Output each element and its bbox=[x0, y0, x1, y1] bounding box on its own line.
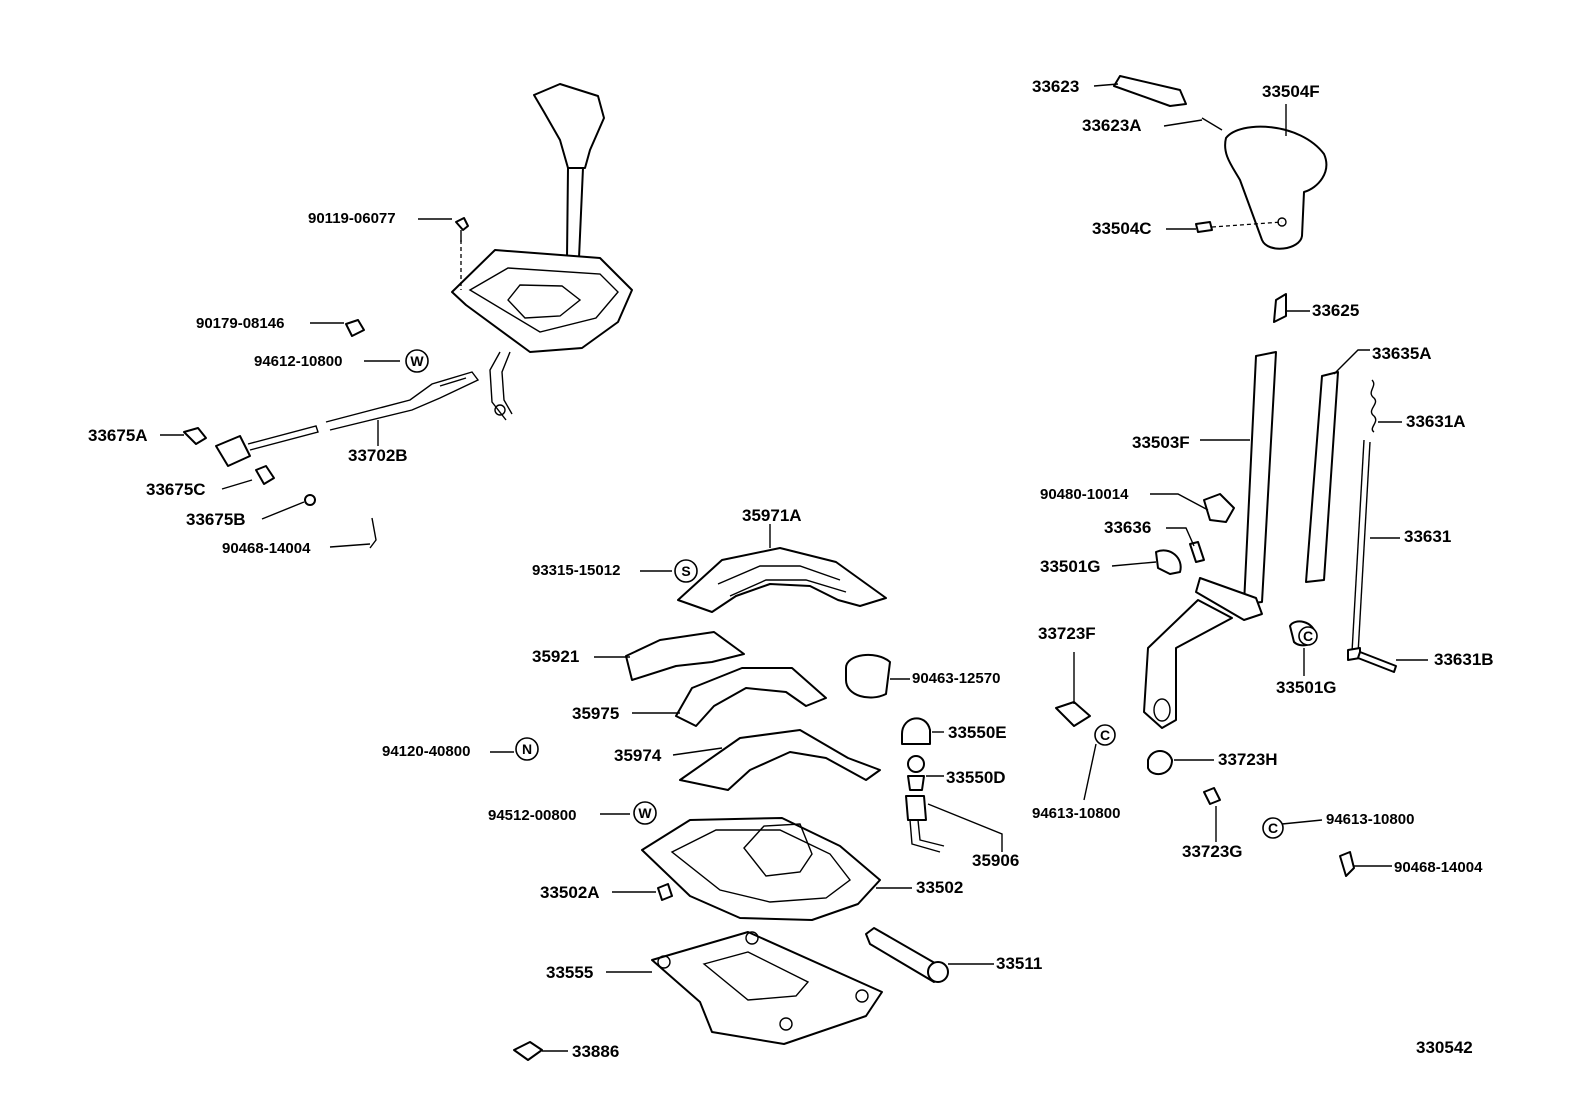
label-33501G-right: 33501G bbox=[1276, 678, 1337, 697]
label-33631A: 33631A bbox=[1406, 412, 1466, 431]
label-33504F: 33504F bbox=[1262, 82, 1320, 101]
label-33504C: 33504C bbox=[1092, 219, 1152, 238]
label-35975: 35975 bbox=[572, 704, 620, 723]
shift-lever-assembly bbox=[451, 83, 633, 421]
label-33511: 33511 bbox=[996, 954, 1043, 973]
label-94613-10800-left: 94613-10800 bbox=[1032, 805, 1121, 822]
label-33675A: 33675A bbox=[88, 426, 148, 445]
label-33631B: 33631B bbox=[1434, 650, 1494, 669]
label-33625: 33625 bbox=[1312, 301, 1360, 320]
label-33502: 33502 bbox=[916, 878, 964, 897]
label-90463-12570: 90463-12570 bbox=[912, 670, 1001, 687]
label-94613-10800-right: 94613-10800 bbox=[1326, 811, 1415, 828]
label-90119-06077: 90119-06077 bbox=[308, 210, 396, 227]
mark-n: N bbox=[522, 741, 532, 757]
label-35906: 35906 bbox=[972, 851, 1020, 870]
mark-w-2: W bbox=[638, 805, 652, 821]
label-94612-10800: 94612-10800 bbox=[254, 353, 343, 370]
label-33675B: 33675B bbox=[186, 510, 246, 529]
mark-c-2: C bbox=[1303, 628, 1313, 644]
mark-s: S bbox=[681, 563, 690, 579]
label-90468-14004-left: 90468-14004 bbox=[222, 540, 311, 557]
label-33636: 33636 bbox=[1104, 518, 1152, 537]
label-90179-08146: 90179-08146 bbox=[196, 315, 285, 332]
label-33623A: 33623A bbox=[1082, 116, 1142, 135]
label-33550E: 33550E bbox=[948, 723, 1007, 742]
label-33635A: 33635A bbox=[1372, 344, 1432, 363]
label-33503F: 33503F bbox=[1132, 433, 1190, 452]
shift-plate bbox=[651, 931, 883, 1045]
label-33555: 33555 bbox=[546, 963, 594, 982]
label-35971A: 35971A bbox=[742, 506, 802, 525]
label-33723F: 33723F bbox=[1038, 624, 1096, 643]
label-94120-40800: 94120-40800 bbox=[382, 743, 471, 760]
label-35921: 35921 bbox=[532, 647, 580, 666]
label-94512-00800: 94512-00800 bbox=[488, 807, 577, 824]
label-33675C: 33675C bbox=[146, 480, 206, 499]
shift-column bbox=[1143, 351, 1397, 729]
label-90480-10014: 90480-10014 bbox=[1040, 486, 1129, 503]
label-33623: 33623 bbox=[1032, 77, 1080, 96]
mark-c-3: C bbox=[1268, 820, 1278, 836]
label-33723H: 33723H bbox=[1218, 750, 1278, 769]
label-33886: 33886 bbox=[572, 1042, 620, 1061]
label-33631: 33631 bbox=[1404, 527, 1452, 546]
position-indicator-assembly bbox=[625, 547, 887, 921]
diagram-number: 330542 bbox=[1416, 1038, 1473, 1057]
label-33702B: 33702B bbox=[348, 446, 408, 465]
label-33501G-left: 33501G bbox=[1040, 557, 1101, 576]
mark-c-1: C bbox=[1100, 727, 1110, 743]
mark-w-1: W bbox=[410, 353, 424, 369]
label-35974: 35974 bbox=[614, 746, 662, 765]
label-90468-14004-right: 90468-14004 bbox=[1394, 859, 1483, 876]
label-33502A: 33502A bbox=[540, 883, 600, 902]
label-33550D: 33550D bbox=[946, 768, 1006, 787]
label-93315-15012: 93315-15012 bbox=[532, 562, 621, 579]
label-33723G: 33723G bbox=[1182, 842, 1243, 861]
control-rod bbox=[215, 371, 480, 467]
